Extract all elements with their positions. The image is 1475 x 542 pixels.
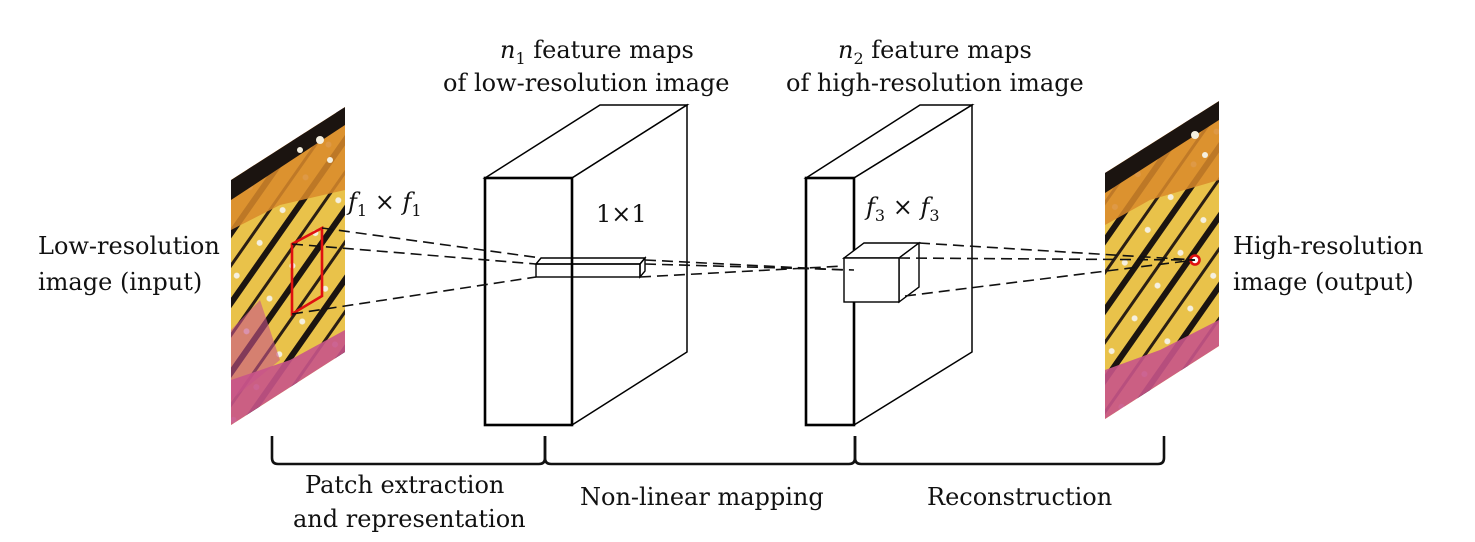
input-label-line2: image (input) — [38, 268, 202, 296]
feature-vector-1 — [534, 256, 647, 279]
filter1-size-label: f1 × f1 — [346, 188, 422, 220]
stage1-label-line2: and representation — [293, 505, 526, 533]
block1-title-line2: of low-resolution image — [443, 69, 729, 97]
block2-title-line2: of high-resolution image — [786, 69, 1084, 97]
feature-cube-2 — [841, 241, 922, 304]
block2-title-line1: n2 feature maps — [838, 36, 1032, 68]
filter2-size-label: 1×1 — [596, 200, 647, 228]
input-label-line1: Low-resolution — [38, 232, 220, 260]
stage3-label: Reconstruction — [927, 483, 1112, 511]
feature-block-1 — [482, 103, 690, 427]
projection-lines — [291, 227, 1196, 315]
block1-title-line1: n1 feature maps — [500, 36, 694, 68]
output-label-line1: High-resolution — [1233, 232, 1423, 260]
stage2-label: Non-linear mapping — [580, 483, 824, 511]
input-patch — [290, 225, 324, 317]
stage-braces — [270, 436, 1166, 466]
stage1-label-line1: Patch extraction — [305, 471, 504, 499]
output-label-line2: image (output) — [1233, 268, 1414, 296]
